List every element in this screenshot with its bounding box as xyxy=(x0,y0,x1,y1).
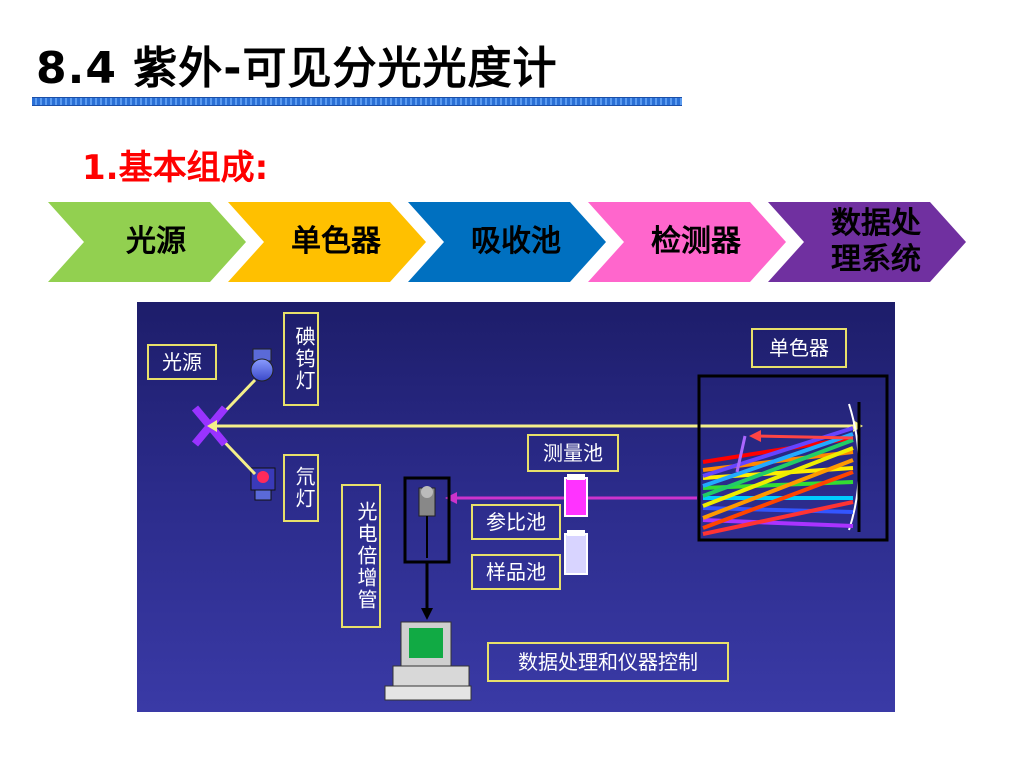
spectrophotometer-diagram: 光源 碘钨灯 氘灯 单色器 测量池 参比池 样品池 光电倍增管 数据处理和仪器控… xyxy=(137,302,895,712)
flow-step-detector: 检测器 xyxy=(588,202,786,282)
label-data-processing: 数据处理和仪器控制 xyxy=(487,642,729,682)
label-iodine-tungsten-lamp: 碘钨灯 xyxy=(283,312,319,406)
section-subtitle: 1.基本组成: xyxy=(82,148,269,188)
flow-step-light-source: 光源 xyxy=(48,202,246,282)
measuring-cell-icon xyxy=(564,474,588,517)
photomultiplier-icon xyxy=(403,476,451,564)
title-underline xyxy=(32,97,682,106)
deuterium-lamp-icon xyxy=(250,467,276,501)
label-reference-cell: 参比池 xyxy=(471,504,561,540)
iodine-tungsten-lamp-icon xyxy=(250,348,274,382)
label-deuterium-lamp: 氘灯 xyxy=(283,454,319,522)
diagram-graphics xyxy=(191,348,889,701)
label-monochromator: 单色器 xyxy=(751,328,847,368)
flow-step-absorption-cell: 吸收池 xyxy=(408,202,606,282)
label-photomultiplier: 光电倍增管 xyxy=(341,484,381,628)
label-sample-cell: 样品池 xyxy=(471,554,561,590)
sample-cell-icon xyxy=(564,530,588,575)
label-measuring-cell: 测量池 xyxy=(527,434,619,472)
page-title: 8.4 紫外-可见分光光度计 xyxy=(36,43,558,94)
dispersion-rays xyxy=(702,426,854,536)
flow-step-monochromator: 单色器 xyxy=(228,202,426,282)
computer-icon xyxy=(384,621,472,701)
label-light-source: 光源 xyxy=(147,344,217,380)
monochromator-box xyxy=(697,374,889,542)
flow-step-data-processing: 数据处理系统 xyxy=(768,202,966,282)
composition-flow: 光源 单色器 吸收池 检测器 数据处理系统 xyxy=(48,202,968,282)
